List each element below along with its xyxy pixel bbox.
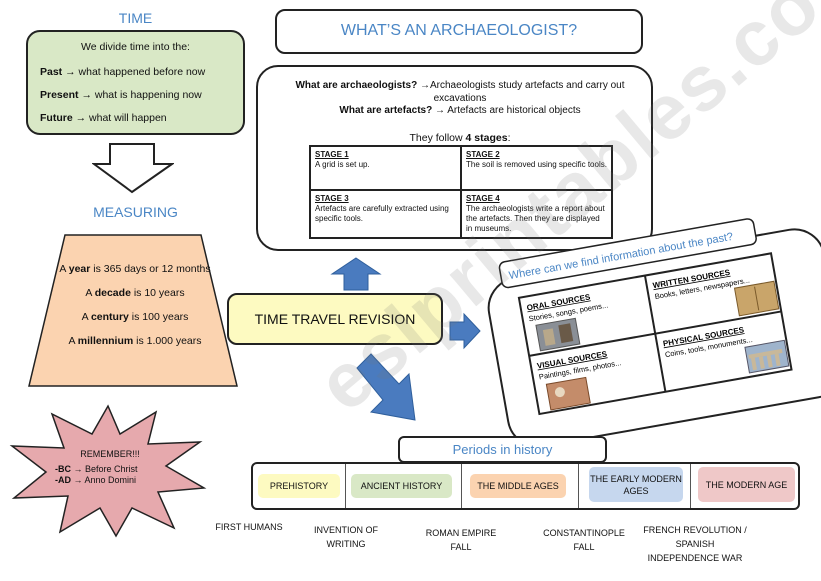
time-heading: TIME <box>118 10 153 26</box>
timeline-divider <box>461 464 462 508</box>
down-right-arrow-icon <box>356 353 416 421</box>
period-middle-ages: THE MIDDLE AGES <box>470 474 566 498</box>
measure-century: A century is 100 years <box>81 311 189 323</box>
remember-bc: -BC → Before Christ <box>55 464 138 474</box>
event-constantinople-fall: CONSTANTINOPLE FALL <box>543 528 625 552</box>
period-modern-age: THE MODERN AGE <box>698 467 795 502</box>
right-arrow-icon <box>449 312 481 350</box>
time-row-past: Past → what happened before now <box>40 66 206 78</box>
remember-ad: -AD → Anno Domini <box>55 475 137 485</box>
archaeologist-q2: What are artefacts? → Artefacts are hist… <box>339 105 581 116</box>
measure-year: A year is 365 days or 12 months <box>59 263 211 275</box>
remember-title: REMEMBER!!! <box>80 449 140 459</box>
sources-panel: Where can we find information about the … <box>487 218 821 436</box>
remember-text: REMEMBER!!! -BC → Before Christ -AD → An… <box>55 449 165 486</box>
time-intro: We divide time into the: <box>81 41 190 53</box>
periods-title: Periods in history <box>398 436 607 463</box>
event-french-revolution: FRENCH REVOLUTION / SPANISH INDEPENDENCE… <box>643 525 747 563</box>
measuring-trapezoid <box>28 234 238 387</box>
time-row-future: Future → what will happen <box>40 112 167 124</box>
timeline-divider <box>578 464 579 508</box>
period-ancient-history: ANCIENT HISTORY <box>351 474 452 498</box>
period-prehistory: PREHISTORY <box>258 474 340 498</box>
timeline-divider <box>690 464 691 508</box>
archaeologist-q1: What are archaeologists? →Archaeologists… <box>295 80 625 104</box>
measuring-list: A year is 365 days or 12 months A decade… <box>45 262 225 358</box>
center-title: TIME TRAVEL REVISION <box>227 293 443 345</box>
event-first-humans: FIRST HUMANS <box>215 522 283 532</box>
measure-millennium: A millennium is 1.000 years <box>68 335 202 347</box>
measure-decade: A decade is 10 years <box>85 287 185 299</box>
period-early-modern-ages: THE EARLY MODERN AGES <box>589 467 683 502</box>
time-box: We divide time into the: Past → what hap… <box>26 30 245 135</box>
down-arrow-icon <box>92 143 174 194</box>
up-arrow-icon <box>330 257 382 291</box>
archaeologist-box <box>256 65 653 251</box>
visual-source-picture <box>545 376 591 411</box>
measuring-heading: MEASURING <box>93 204 178 220</box>
remember-starburst <box>9 404 207 538</box>
time-row-present: Present → what is happening now <box>40 89 202 101</box>
timeline-divider <box>345 464 346 508</box>
event-invention-of-writing: INVENTION OF WRITING <box>313 525 378 549</box>
stages-intro: They follow 4 stages: <box>409 132 511 144</box>
event-roman-empire-fall: ROMAN EMPIRE FALL <box>425 528 497 552</box>
archaeologist-title: WHAT’S AN ARCHAEOLOGIST? <box>275 9 643 54</box>
